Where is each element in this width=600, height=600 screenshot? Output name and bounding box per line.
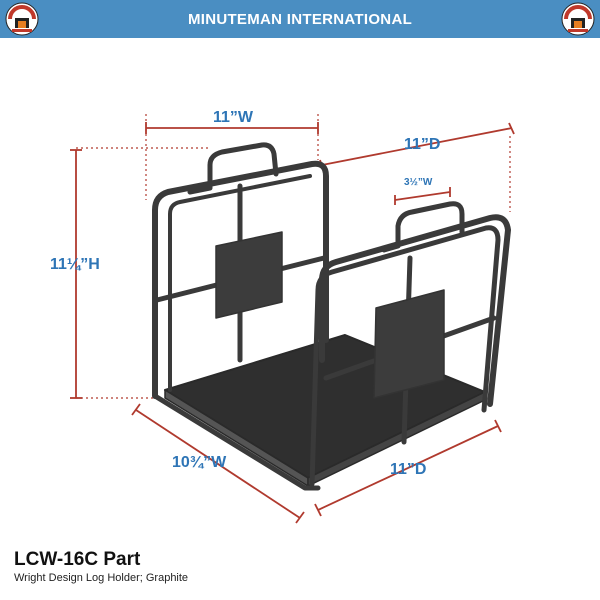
dimension-lines [70, 122, 515, 524]
product-description: Wright Design Log Holder; Graphite [14, 572, 189, 584]
header-banner: MINUTEMAN INTERNATIONAL [0, 0, 600, 38]
product-illustration: 11”W 11”D 3½”W 11¼”H 10¾”W 11”D [0, 38, 600, 546]
dimension-base-depth: 11”D [390, 461, 427, 478]
dimension-height: 11¼”H [50, 256, 100, 273]
minuteman-logo-icon [561, 2, 595, 36]
log-holder [152, 142, 511, 491]
brand-title: MINUTEMAN INTERNATIONAL [187, 10, 413, 28]
dimension-top-width: 11”W [213, 109, 254, 126]
dimension-top-depth: 11”D [404, 136, 441, 153]
log-holder-drawing [70, 114, 515, 524]
product-footer: LCW-16C Part Wright Design Log Holder; G… [14, 549, 188, 585]
dimension-handle-width: 3½”W [404, 177, 433, 188]
dimension-base-width: 10¾”W [172, 454, 227, 471]
dimension-guides [76, 114, 511, 399]
minuteman-logo-icon [5, 2, 39, 36]
part-number: LCW-16C Part [14, 549, 141, 570]
